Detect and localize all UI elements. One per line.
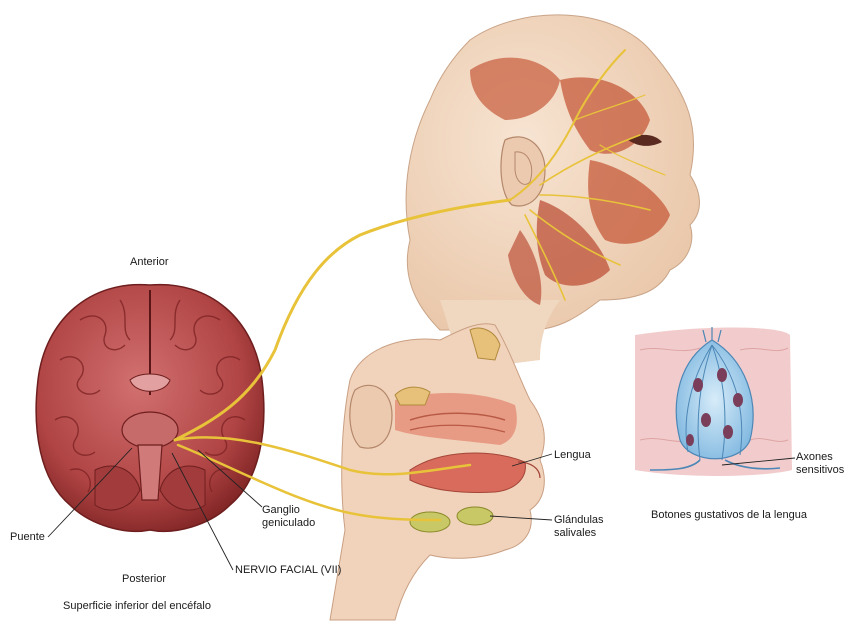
- label-glandulas-salivales: Glándulas salivales: [554, 514, 604, 540]
- label-posterior: Posterior: [122, 573, 167, 585]
- label-glandulas-line2: salivales: [554, 527, 597, 539]
- brain-inferior-view: [35, 283, 265, 532]
- label-anterior: Anterior: [130, 256, 169, 268]
- caption-taste-buds: Botones gustativos de la lengua: [651, 509, 807, 521]
- taste-bud-inset: [635, 327, 792, 476]
- label-puente: Puente: [10, 531, 45, 543]
- label-axones-line1: Axones: [796, 451, 833, 463]
- facial-nerve-paths: [173, 49, 666, 522]
- label-glandulas-line1: Glándulas: [554, 514, 604, 526]
- label-ganglio-line2: geniculado: [262, 517, 316, 529]
- leader-lines: [47, 447, 796, 571]
- sagittal-head-view: [329, 323, 545, 621]
- label-ganglio-geniculado: Ganglio geniculado: [262, 504, 315, 530]
- head-lateral-view: [405, 14, 700, 370]
- label-axones-line2: sensitivos: [796, 464, 845, 476]
- label-lengua: Lengua: [554, 449, 591, 461]
- label-ganglio-line1: Ganglio: [262, 504, 300, 516]
- label-nervio-facial: NERVIO FACIAL (VII): [235, 564, 342, 576]
- label-axones-sensitivos: Axones sensitivos: [796, 451, 844, 477]
- caption-brain-surface: Superficie inferior del encéfalo: [63, 600, 211, 612]
